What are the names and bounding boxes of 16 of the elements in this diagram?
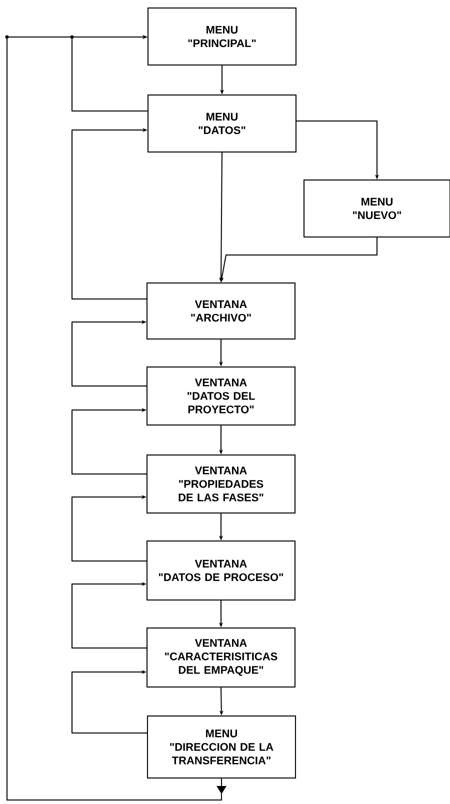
process-box: VENTANA "ARCHIVO" bbox=[146, 282, 296, 340]
process-box: VENTANA "PROPIEDADES DE LAS FASES" bbox=[146, 454, 296, 514]
arrow bbox=[72, 494, 147, 562]
process-box: VENTANA "DATOS DE PROCESO" bbox=[146, 540, 296, 600]
arrow bbox=[72, 670, 148, 734]
process-box: VENTANA "DATOS DEL PROYECTO" bbox=[146, 366, 296, 426]
process-box: MENU "DIRECCION DE LA TRANSFERENCIA" bbox=[147, 716, 296, 778]
process-box: VENTANA "CARACTERISITICAS DEL EMPAQUE" bbox=[146, 628, 296, 688]
arrow bbox=[72, 408, 147, 474]
process-box: MENU "PRINCIPAL" bbox=[148, 8, 296, 66]
arrow bbox=[72, 582, 147, 648]
process-box: MENU "NUEVO" bbox=[304, 180, 450, 238]
arrow bbox=[70, 34, 148, 112]
arrow bbox=[5, 34, 226, 800]
arrow bbox=[72, 320, 147, 386]
process-box: MENU "DATOS" bbox=[148, 94, 296, 153]
